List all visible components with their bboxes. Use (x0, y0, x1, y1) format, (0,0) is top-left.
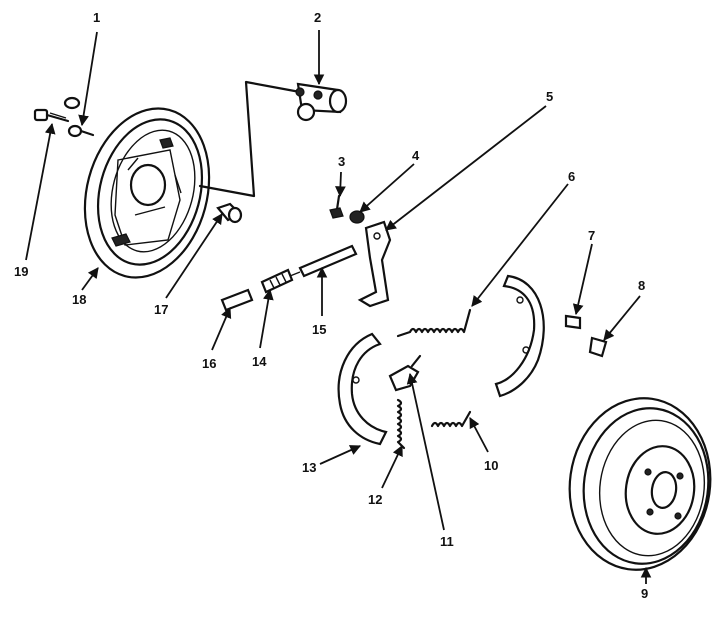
bleeder-cap (63, 96, 95, 138)
hold-down-retainer (349, 210, 365, 224)
brake-shoe-left (337, 332, 388, 446)
callout-labels: 1 2 3 4 5 6 7 8 9 10 11 12 13 14 15 16 1… (14, 10, 648, 601)
callout-12: 12 (368, 492, 382, 507)
leader-5 (385, 105, 547, 231)
parking-brake-lever (357, 220, 392, 308)
callout-18: 18 (72, 292, 86, 307)
leader-8 (603, 295, 641, 341)
callout-4: 4 (412, 148, 420, 163)
callout-6: 6 (568, 169, 575, 184)
callout-1: 1 (93, 10, 100, 25)
callout-14: 14 (252, 354, 267, 369)
brake-drum (568, 397, 712, 571)
callout-8: 8 (638, 278, 645, 293)
hold-down-spring (564, 314, 582, 330)
bleeder-screw (216, 202, 243, 224)
callout-13: 13 (302, 460, 316, 475)
leader-6 (471, 183, 569, 307)
callout-5: 5 (546, 89, 553, 104)
leader-16 (211, 307, 232, 351)
backing-plate-bolt (33, 108, 70, 123)
callout-11: 11 (440, 534, 454, 549)
adjuster-nut (260, 268, 294, 294)
callout-2: 2 (314, 10, 321, 25)
backing-plate (83, 107, 211, 279)
adjuster-lever (388, 354, 422, 392)
brake-shoe-right (494, 274, 545, 398)
leader-18 (81, 267, 99, 291)
callout-10: 10 (484, 458, 498, 473)
adjuster-spring (396, 398, 406, 450)
leader-lines (25, 30, 652, 584)
hold-down-pin (329, 194, 344, 219)
adjuster-strut (289, 244, 358, 278)
leader-11 (406, 372, 445, 531)
adjuster-socket (220, 288, 254, 312)
leader-17 (165, 213, 223, 299)
callout-17: 17 (154, 302, 168, 317)
upper-return-spring (396, 308, 472, 338)
leader-10 (469, 417, 489, 453)
callout-19: 19 (14, 264, 28, 279)
callout-7: 7 (588, 228, 595, 243)
callout-3: 3 (338, 154, 345, 169)
leader-7 (572, 243, 593, 316)
leader-1 (78, 31, 98, 127)
leader-14 (259, 288, 274, 349)
hold-down-cup (588, 336, 608, 358)
lower-return-spring (430, 410, 472, 428)
brake-pipe (198, 80, 302, 198)
leader-13 (319, 445, 361, 465)
leader-12 (381, 445, 403, 489)
callout-9: 9 (641, 586, 648, 601)
leader-3 (335, 171, 346, 198)
leader-19 (25, 122, 56, 261)
callout-15: 15 (312, 322, 326, 337)
callout-16: 16 (202, 356, 216, 371)
leader-4 (359, 163, 415, 213)
wheel-cylinder (295, 82, 348, 122)
